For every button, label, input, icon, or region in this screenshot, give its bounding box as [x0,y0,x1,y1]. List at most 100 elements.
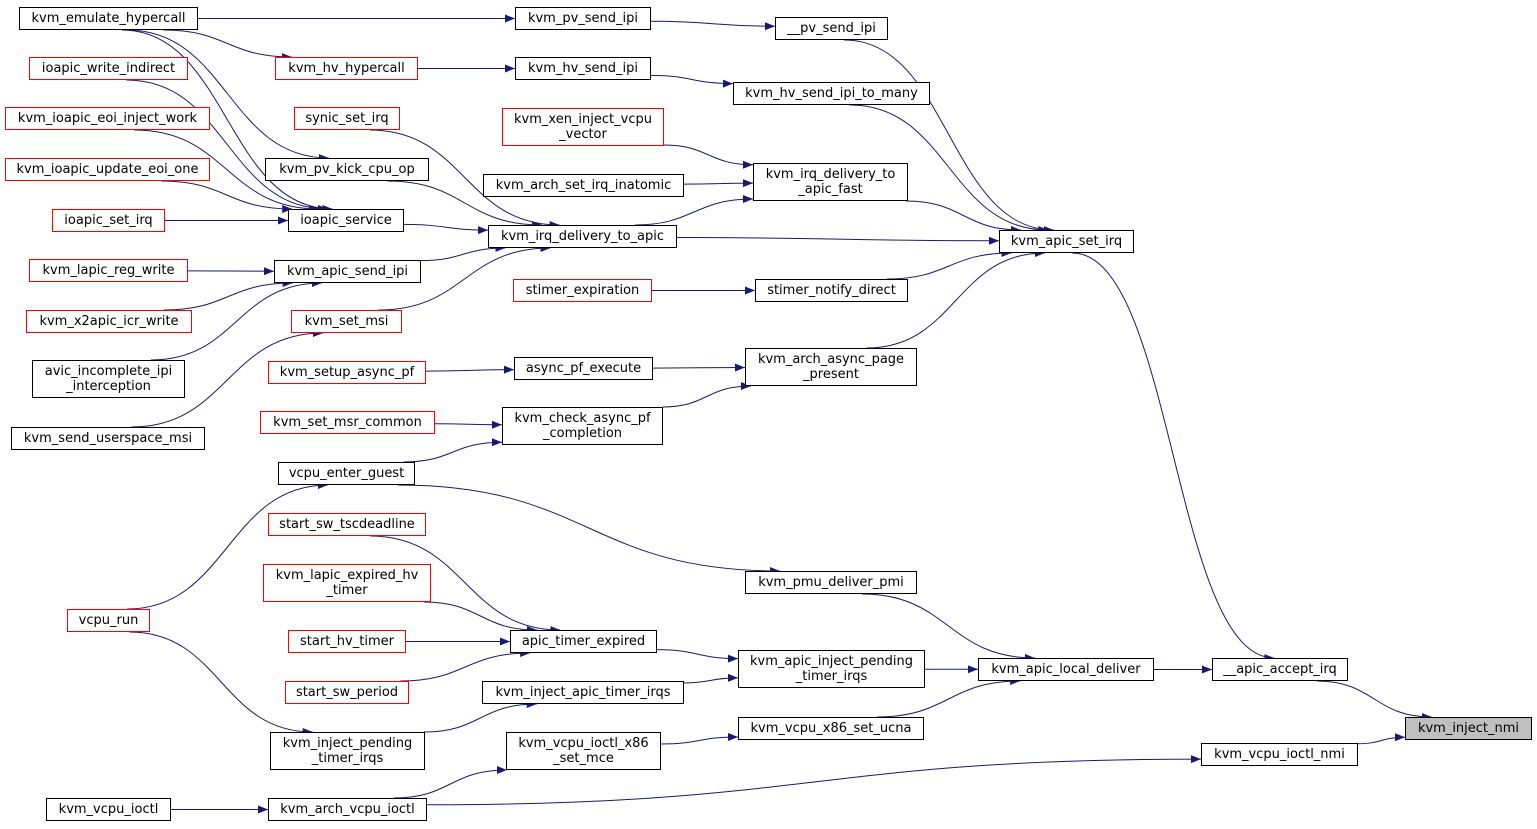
graph-node-kvm-inject-pending-timer-irqs[interactable]: kvm_inject_pending_timer_irqs [270,732,425,770]
graph-node-apic-timer-expired[interactable]: apic_timer_expired [510,630,657,653]
call-edge-n36-n46 [129,631,313,736]
graph-node-kvm-apic-inject-pending-timer-irqs[interactable]: kvm_apic_inject_pending_timer_irqs [738,650,925,688]
graph-node-kvm-arch-set-irq-inatomic[interactable]: kvm_arch_set_irq_inatomic [483,174,684,197]
node-label-line: _set_mce [553,751,614,766]
graph-node-kvm-set-msr-common[interactable]: kvm_set_msr_common [260,411,435,434]
call-edge-n26-n27 [425,365,515,374]
graph-node-async-pf-execute[interactable]: async_pf_execute [514,357,653,380]
node-label-line: kvm_lapic_expired_hv [275,568,419,583]
graph-node-kvm-lapic-reg-write[interactable]: kvm_lapic_reg_write [29,259,188,282]
graph-node-kvm-vcpu-x86-set-ucna[interactable]: kvm_vcpu_x86_set_ucna [738,717,924,740]
call-edge-n36-n32 [127,481,328,610]
node-label-line: kvm_arch_async_page [757,352,905,367]
graph-node-kvm-ioapic-eoi-inject-work[interactable]: kvm_ioapic_eoi_inject_work [5,107,210,130]
call-edge-n31-n28 [662,382,751,408]
graph-node-ioapic-service[interactable]: ioapic_service [288,209,404,232]
node-label-line: ioapic_service [300,213,392,228]
graph-node-apic-accept-irq[interactable]: __apic_accept_irq [1212,658,1348,681]
graph-node-kvm-lapic-expired-hv-timer[interactable]: kvm_lapic_expired_hv_timer [263,564,431,602]
graph-node-kvm-set-msi[interactable]: kvm_set_msi [291,310,402,333]
call-edge-n10-n17 [369,129,560,229]
call-edge-n18-n41 [1072,252,1275,662]
node-label-line: kvm_hv_send_ipi [527,61,639,76]
node-label-line: kvm_xen_inject_vcpu [514,112,652,127]
call-edge-n48-n45 [1357,733,1406,745]
graph-node-kvm-inject-apic-timer-irqs[interactable]: kvm_inject_apic_timer_irqs [482,681,684,704]
graph-node-pv-send-ipi[interactable]: __pv_send_ipi [775,17,888,40]
graph-node-kvm-apic-send-ipi[interactable]: kvm_apic_send_ipi [274,260,421,283]
node-label-line: kvm_ioapic_update_eoi_one [16,162,199,177]
node-label-line: kvm_set_msi [304,314,389,329]
graph-node-kvm-ioapic-update-eoi-one[interactable]: kvm_ioapic_update_eoi_one [5,158,210,181]
graph-node-kvm-vcpu-ioctl-x86-set-mce[interactable]: kvm_vcpu_ioctl_x86_set_mce [506,732,661,770]
node-label-line: kvm_inject_nmi [1417,721,1520,736]
graph-node-kvm-apic-set-irq[interactable]: kvm_apic_set_irq [999,230,1134,253]
node-label-line: _timer_irqs [311,751,384,766]
call-edge-n1-n16 [122,29,333,213]
call-edge-n25-n20 [150,279,322,361]
graph-node-kvm-send-userspace-msi[interactable]: kvm_send_userspace_msi [11,427,205,450]
call-edge-n2-n3 [650,20,776,31]
node-label-line: kvm_vcpu_ioctl [58,802,159,817]
graph-node-kvm-arch-vcpu-ioctl[interactable]: kvm_arch_vcpu_ioctl [268,798,427,821]
node-label-line: stimer_expiration [525,283,640,298]
node-label-line: synic_set_irq [305,111,389,126]
graph-node-kvm-irq-delivery-to-apic[interactable]: kvm_irq_delivery_to_apic [488,225,677,248]
graph-node-kvm-pv-kick-cpu-op[interactable]: kvm_pv_kick_cpu_op [265,158,429,181]
graph-node-start-sw-tscdeadline[interactable]: start_sw_tscdeadline [268,513,426,536]
call-edge-n43-n39 [683,673,739,684]
call-edge-n8-n13 [663,144,754,169]
graph-node-kvm-check-async-pf-completion[interactable]: kvm_check_async_pf_completion [502,407,663,445]
graph-node-kvm-hv-hypercall[interactable]: kvm_hv_hypercall [275,57,418,80]
node-label-line: kvm_hv_send_ipi_to_many [745,86,918,101]
call-edge-n32-n35 [397,484,780,575]
graph-node-start-sw-period[interactable]: start_sw_period [285,681,409,704]
graph-node-avic-incomplete-ipi-interception[interactable]: avic_incomplete_ipi_interception [32,360,185,398]
graph-node-kvm-pv-send-ipi[interactable]: kvm_pv_send_ipi [515,7,651,30]
call-edge-n34-n38 [423,601,538,634]
graph-node-kvm-setup-async-pf[interactable]: kvm_setup_async_pf [268,361,426,384]
node-label-line: kvm_check_async_pf [514,411,651,426]
node-label-line: __apic_accept_irq [1223,662,1337,677]
graph-node-kvm-hv-send-ipi-to-many[interactable]: kvm_hv_send_ipi_to_many [733,82,930,105]
graph-node-kvm-emulate-hypercall[interactable]: kvm_emulate_hypercall [19,7,198,30]
graph-node-kvm-apic-local-deliver[interactable]: kvm_apic_local_deliver [978,658,1154,681]
graph-node-ioapic-write-indirect[interactable]: ioapic_write_indirect [29,57,188,80]
node-label-line: kvm_apic_send_ipi [286,264,409,279]
node-label-line: _interception [66,379,151,394]
graph-node-kvm-inject-nmi: kvm_inject_nmi [1405,717,1532,740]
node-label-line: kvm_arch_vcpu_ioctl [280,802,415,817]
node-label-line: kvm_hv_hypercall [288,61,405,76]
node-label-line: kvm_inject_pending [282,736,413,751]
call-edge-n16-n17 [403,223,489,235]
graph-node-ioapic-set-irq[interactable]: ioapic_set_irq [52,209,165,232]
graph-node-kvm-vcpu-ioctl[interactable]: kvm_vcpu_ioctl [46,798,171,821]
graph-node-stimer-notify-direct[interactable]: stimer_notify_direct [755,279,908,302]
node-label-line: kvm_x2apic_icr_write [39,314,179,329]
node-label-line: kvm_apic_inject_pending [750,654,913,669]
call-edge-n35-n40 [862,593,1035,662]
graph-node-kvm-xen-inject-vcpu-vector[interactable]: kvm_xen_inject_vcpu_vector [502,108,664,146]
graph-node-start-hv-timer[interactable]: start_hv_timer [288,630,406,653]
graph-node-stimer-expiration[interactable]: stimer_expiration [513,279,652,302]
node-label-line: vcpu_run [78,613,139,628]
node-label-line: _apic_fast [798,182,863,197]
graph-node-synic-set-irq[interactable]: synic_set_irq [294,107,400,130]
graph-node-kvm-x2apic-icr-write[interactable]: kvm_x2apic_icr_write [26,310,192,333]
call-edge-n17-n18 [676,236,1000,245]
graph-node-kvm-vcpu-ioctl-nmi[interactable]: kvm_vcpu_ioctl_nmi [1201,743,1358,766]
graph-node-vcpu-enter-guest[interactable]: vcpu_enter_guest [278,462,415,485]
call-edge-n12-n17 [387,180,543,229]
graph-node-kvm-hv-send-ipi[interactable]: kvm_hv_send_ipi [515,57,651,80]
call-edge-n46-n43 [423,700,537,733]
graph-node-vcpu-run[interactable]: vcpu_run [67,609,150,632]
node-label-line: start_sw_tscdeadline [279,517,415,532]
graph-node-kvm-irq-delivery-to-apic-fast[interactable]: kvm_irq_delivery_to_apic_fast [753,163,908,201]
call-edge-n44-n40 [876,677,1021,718]
graph-node-kvm-pmu-deliver-pmi[interactable]: kvm_pmu_deliver_pmi [745,571,917,594]
node-label-line: ioapic_write_indirect [41,61,176,76]
graph-node-kvm-arch-async-page-present[interactable]: kvm_arch_async_page_present [745,348,917,386]
call-edge-n11-n16 [161,180,293,213]
call-edge-n3-n18 [844,39,1054,234]
call-edge-n1-n4 [163,29,292,61]
